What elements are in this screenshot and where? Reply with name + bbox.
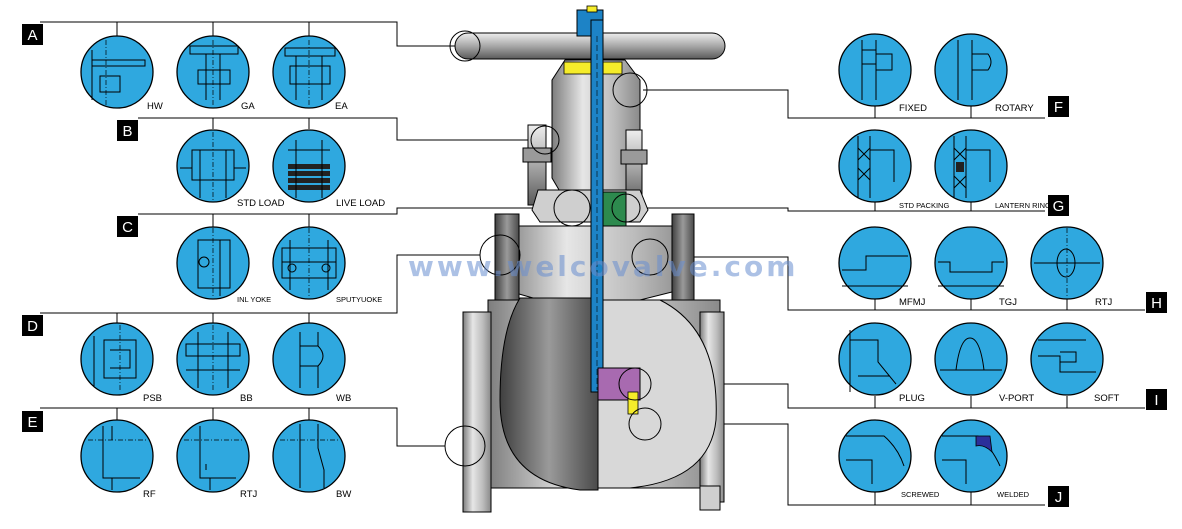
svg-text:SCREWED: SCREWED (901, 490, 940, 499)
option-bb[interactable]: BB (176, 322, 253, 404)
svg-text:MFMJ: MFMJ (899, 297, 926, 308)
option-lantern-ring[interactable]: LANTERN RING (934, 129, 1051, 210)
svg-text:I: I (1154, 392, 1158, 409)
option-v-port[interactable]: V-PORT (934, 322, 1034, 404)
svg-text:A: A (27, 27, 37, 44)
badge-a: A (22, 24, 43, 45)
svg-text:C: C (122, 219, 133, 236)
badge-b: B (117, 120, 138, 141)
option-plug[interactable]: PLUG (838, 322, 925, 404)
watermark-text: www.welcovalve.com (408, 250, 798, 283)
svg-text:WB: WB (336, 393, 351, 404)
svg-text:F: F (1054, 99, 1063, 116)
gate-valve-cutaway (444, 5, 726, 513)
badge-c: C (117, 216, 138, 237)
option-screwed[interactable]: SCREWED (838, 419, 940, 499)
option-fixed[interactable]: FIXED (838, 33, 927, 114)
section-badges: A B C D E F G H I J (22, 24, 1167, 507)
svg-text:FIXED: FIXED (899, 103, 927, 114)
left-flange (462, 311, 492, 513)
option-rf[interactable]: RF (80, 419, 156, 500)
badge-j: J (1048, 486, 1069, 507)
option-rotary[interactable]: ROTARY (934, 33, 1034, 114)
badge-h: H (1146, 292, 1167, 313)
svg-text:E: E (27, 414, 37, 431)
svg-text:RF: RF (143, 489, 156, 500)
svg-text:ROTARY: ROTARY (995, 103, 1034, 114)
svg-text:PLUG: PLUG (899, 393, 925, 404)
option-soft[interactable]: SOFT (1030, 322, 1120, 404)
svg-text:STD LOAD: STD LOAD (237, 198, 285, 209)
option-psb[interactable]: PSB (80, 322, 162, 404)
svg-text:SPUTYUOKE: SPUTYUOKE (336, 295, 382, 304)
option-std-packing[interactable]: STD PACKING (838, 129, 949, 210)
svg-text:TGJ: TGJ (999, 297, 1017, 308)
svg-text:SOFT: SOFT (1094, 393, 1120, 404)
badge-d: D (22, 315, 43, 336)
svg-text:WELDED: WELDED (997, 490, 1030, 499)
badge-f: F (1048, 96, 1069, 117)
svg-text:D: D (27, 318, 38, 335)
option-live-load[interactable]: LIVE LOAD (272, 129, 385, 209)
option-rtj[interactable]: RTJ (176, 419, 257, 500)
svg-text:G: G (1053, 198, 1065, 215)
svg-text:V-PORT: V-PORT (999, 393, 1034, 404)
svg-text:GA: GA (241, 101, 255, 112)
svg-text:J: J (1055, 489, 1063, 506)
svg-text:STD PACKING: STD PACKING (899, 201, 949, 210)
badge-e: E (22, 411, 43, 432)
option-ga[interactable]: GA (176, 35, 255, 112)
option-tgj[interactable]: TGJ (934, 226, 1017, 308)
svg-text:RTJ: RTJ (1095, 297, 1112, 308)
option-mfmj[interactable]: MFMJ (838, 226, 926, 308)
svg-text:HW: HW (147, 101, 163, 112)
option-welded[interactable]: WELDED (934, 419, 1030, 499)
handwheel-bar (454, 32, 726, 60)
badge-g: G (1048, 195, 1069, 216)
svg-text:LIVE LOAD: LIVE LOAD (336, 198, 385, 209)
option-rtj-seal[interactable]: RTJ (1030, 226, 1112, 308)
option-ea[interactable]: EA (272, 35, 348, 112)
svg-text:B: B (122, 123, 132, 140)
option-bw[interactable]: BW (272, 419, 351, 500)
svg-text:EA: EA (335, 101, 348, 112)
svg-text:BW: BW (336, 489, 351, 500)
option-wb[interactable]: WB (272, 322, 351, 404)
svg-text:H: H (1151, 295, 1162, 312)
svg-text:PSB: PSB (143, 393, 162, 404)
svg-text:INL YOKE: INL YOKE (237, 295, 271, 304)
option-sputyuoke[interactable]: SPUTYUOKE (272, 226, 382, 304)
svg-text:RTJ: RTJ (240, 489, 257, 500)
stem (590, 19, 604, 393)
option-std-load[interactable]: STD LOAD (176, 129, 285, 209)
option-hw[interactable]: HW (80, 35, 163, 112)
badge-i: I (1146, 389, 1167, 410)
svg-text:BB: BB (240, 393, 253, 404)
option-inl-yoke[interactable]: INL YOKE (176, 226, 271, 304)
svg-text:LANTERN RING: LANTERN RING (995, 201, 1051, 210)
